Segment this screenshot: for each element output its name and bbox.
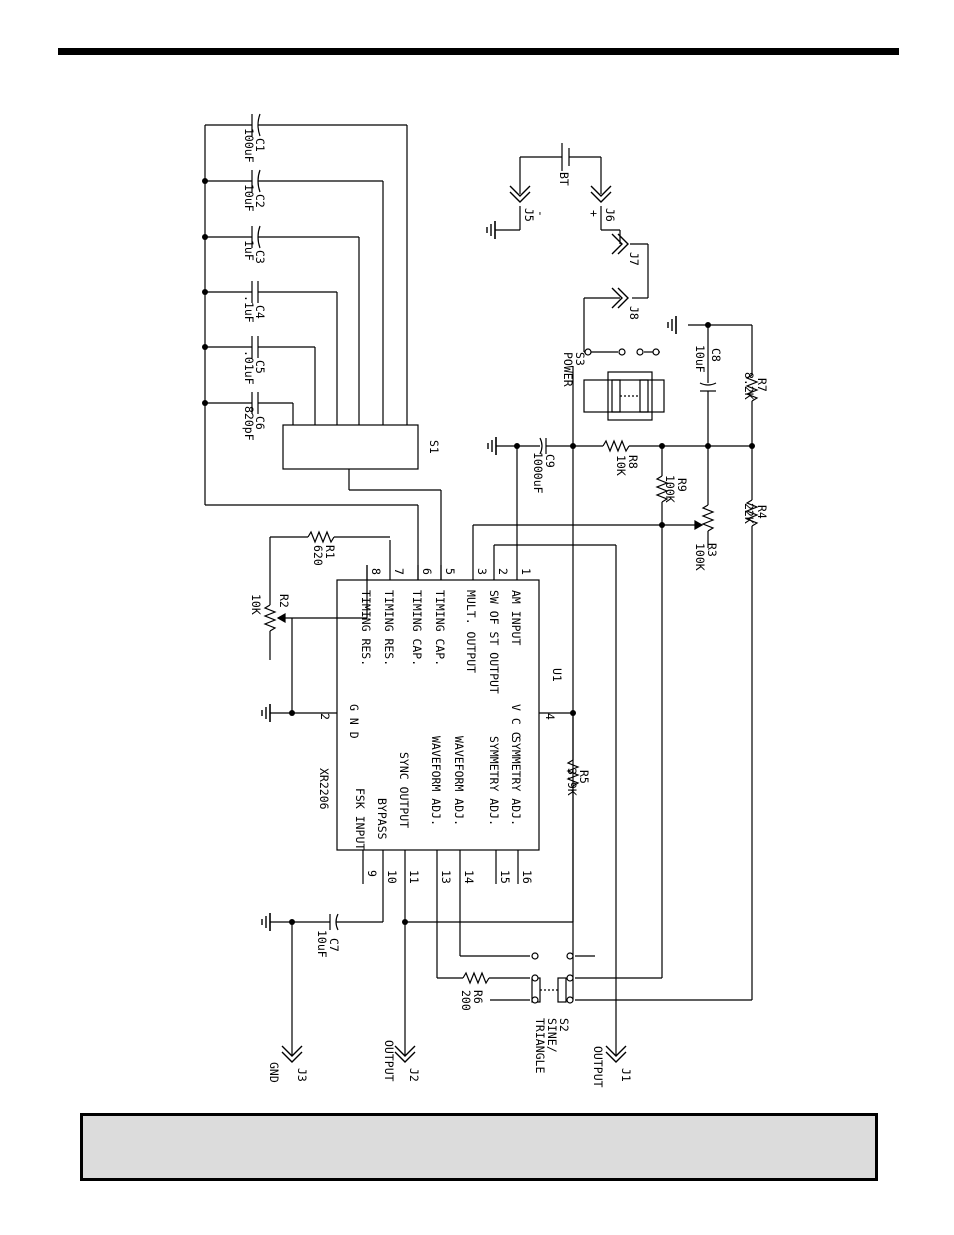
jack-icon [281, 185, 629, 1063]
switch-ref-s2: S2 [557, 1018, 571, 1032]
pin-name: BYPASS [375, 798, 389, 840]
pin-number: 5 [443, 568, 457, 575]
cap-value-c3: 1uF [242, 240, 256, 261]
res-ref-r8: R8 [626, 455, 640, 469]
pin-number: 14 [462, 870, 476, 884]
pin-name: MULT. OUTPUT [464, 590, 478, 673]
cap-value-c9: 1000uF [531, 452, 545, 494]
switch-label-s3: POWER [561, 352, 575, 387]
jack-ref-j2: J2 [407, 1068, 421, 1082]
res-value-r1: 620 [311, 545, 325, 566]
cap-value-c5: .01uF [242, 350, 256, 385]
ground-icon [486, 220, 496, 240]
pin-name: SW OF ST OUTPUT [487, 590, 501, 694]
cap-ref-c8: C8 [709, 348, 723, 362]
pin-name: WAVEFORM ADJ. [429, 736, 443, 826]
cap-ref-c1: C1 [253, 138, 267, 152]
res-value-r7: 8.2K [742, 372, 756, 400]
res-ref-r2: R2 [277, 594, 291, 608]
cap-value-c6: 820pF [242, 406, 256, 441]
jack-label-j2: OUTPUT [382, 1040, 396, 1082]
cap-ref-c9: C9 [543, 454, 557, 468]
pin-number: 9 [365, 870, 379, 877]
caption-box [80, 1113, 878, 1181]
jack-ref-j7: J7 [627, 252, 641, 266]
jack-label-j3: GND [267, 1062, 281, 1083]
res-ref-r9: R9 [675, 478, 689, 492]
pin-name: SYMMETRY ADJ. [509, 736, 523, 826]
ic-ref: U1 [550, 668, 564, 682]
pin-number: 6 [420, 568, 434, 575]
cap-ref-c4: C4 [253, 305, 267, 319]
top-rule [58, 48, 899, 55]
cap-ref-c2: C2 [253, 194, 267, 208]
pin-number: 10 [385, 870, 399, 884]
res-value-r3: 100K [693, 543, 707, 571]
ground-icon [667, 315, 677, 335]
cap-value-c1: 100uF [242, 128, 256, 163]
pin-number: 8 [369, 568, 383, 575]
pin-name: TIMING RES. [382, 590, 396, 666]
jack-ref-j8: J8 [627, 306, 641, 320]
cap-ref-c6: C6 [253, 416, 267, 430]
cap-ref-c3: C3 [253, 250, 267, 264]
res-ref-r7: R7 [755, 378, 769, 392]
ground-icon [261, 912, 271, 932]
cap-ref-c5: C5 [253, 360, 267, 374]
pin-name: SYNC OUTPUT [397, 752, 411, 828]
pin-number: 2 [496, 568, 510, 575]
jack-label-j6: + [587, 210, 601, 217]
pin-number: 16 [520, 870, 534, 884]
res-ref-r5: R5 [577, 770, 591, 784]
cap-ref-c7: C7 [327, 938, 341, 952]
ground-icon [261, 703, 271, 723]
pin-name: AM INPUT [509, 590, 523, 645]
switch-label-s2-line2: TRIANGLE [533, 1018, 547, 1073]
pin-name: G N D [347, 704, 361, 739]
res-ref-r3: R3 [705, 543, 719, 557]
res-ref-r4: R4 [755, 505, 769, 519]
pin-number: 1 [519, 568, 533, 575]
pin-number: 11 [407, 870, 421, 884]
pin-number: 3 [475, 568, 489, 575]
jack-ref-j5: J5 [522, 208, 536, 222]
ic-part: XR2206 [317, 768, 331, 810]
ground-icon [487, 436, 497, 456]
jack-label-j1: OUTPUT [591, 1046, 605, 1088]
res-value-r2: 10K [249, 594, 263, 615]
cap-value-c7: 10uF [315, 930, 329, 958]
switch-label-s2-line1: SINE/ [545, 1018, 559, 1053]
pin-name: TIMING CAP. [433, 590, 447, 666]
cap-value-c4: .1uF [242, 295, 256, 323]
res-value-r9: 100K [663, 475, 677, 503]
res-ref-r1: R1 [323, 545, 337, 559]
res-value-r4: 22K [742, 503, 756, 524]
pin-name: TIMING CAP. [410, 590, 424, 666]
res-value-r6: 200 [459, 990, 473, 1011]
pin-number: 4 [543, 713, 557, 720]
cap-value-c2: 10uF [242, 184, 256, 212]
pin-number: 7 [392, 568, 406, 575]
pin-number: 13 [439, 870, 453, 884]
pin-number: 2 [318, 713, 332, 720]
pin-name: SYMMETRY ADJ. [487, 736, 501, 826]
cap-value-c8: 10uF [693, 345, 707, 373]
res-value-r8: 10K [614, 455, 628, 476]
pin-name: FSK INPUT [353, 788, 367, 850]
switch-ref-s1: S1 [427, 440, 441, 454]
pin-number: 15 [498, 870, 512, 884]
jack-label-j5: - [534, 210, 548, 217]
switch-ref-s3: S3 [573, 352, 587, 366]
jack-ref-j6: J6 [603, 208, 617, 222]
res-value-r5: 3.9K [565, 768, 579, 796]
battery-ref: BT [557, 172, 571, 186]
pin-name: WAVEFORM ADJ. [452, 736, 466, 826]
res-ref-r6: R6 [471, 990, 485, 1004]
pin-name: V C C [509, 704, 523, 739]
pin-name: TIMING RES. [359, 590, 373, 666]
jack-ref-j3: J3 [295, 1068, 309, 1082]
jack-ref-j1: J1 [619, 1068, 633, 1082]
